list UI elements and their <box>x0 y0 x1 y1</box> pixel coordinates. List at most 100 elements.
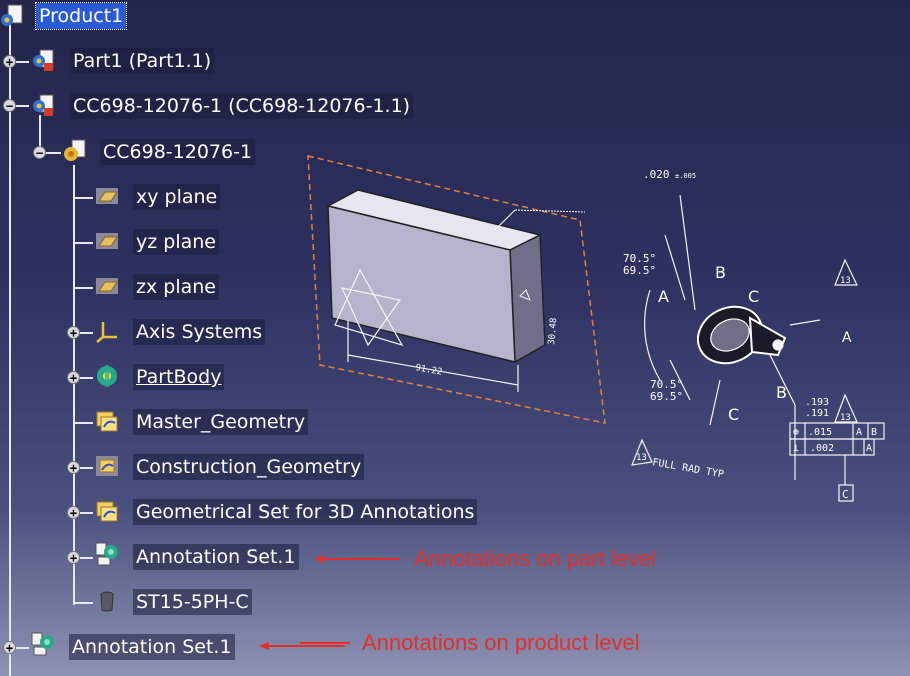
annotation-set-icon[interactable] <box>31 632 55 656</box>
leader-upper <box>679 194 696 311</box>
specification-tree: + − − + + + + + + Product1 Part1 (Part1.… <box>0 2 478 676</box>
tree-item-yz-plane[interactable]: yz plane <box>133 229 219 255</box>
fcf-1-datum-a: A <box>856 427 862 438</box>
expand-toggle[interactable]: + <box>3 55 16 68</box>
tree-line <box>73 332 93 334</box>
tree-item-xy-plane[interactable]: xy plane <box>133 184 221 210</box>
plane-icon[interactable] <box>95 274 119 298</box>
dim-height-label: 30.48 <box>547 317 559 345</box>
axis-system-icon[interactable] <box>95 319 119 343</box>
tol-top: .020 <box>643 168 670 181</box>
annotation-drawing <box>631 194 885 502</box>
tree-item-master-geometry[interactable]: Master_Geometry <box>133 409 309 435</box>
tree-line <box>9 61 29 63</box>
callout-arrow-product <box>259 642 345 650</box>
fcf-position-symbol: ⊕ <box>793 427 799 438</box>
tol-top-small: ±.005 <box>675 172 696 180</box>
tree-line <box>9 647 29 649</box>
triangle-top-label: 13 <box>840 276 851 286</box>
tree-item-axis-systems[interactable]: Axis Systems <box>133 319 266 345</box>
tree-item-material[interactable]: ST15-5PH-C <box>133 589 252 615</box>
construction-lines <box>334 268 404 347</box>
tree-item-construction-geometry[interactable]: Construction_Geometry <box>133 454 365 480</box>
part-instance-icon[interactable] <box>31 48 55 72</box>
part-icon[interactable] <box>62 139 86 163</box>
tree-line <box>9 105 29 107</box>
geometrical-set-icon[interactable] <box>95 409 119 433</box>
triangle-mid-label: 13 <box>840 413 851 423</box>
dim-193-leader <box>789 319 821 326</box>
leader-text-line <box>514 209 586 213</box>
tree-line <box>73 242 93 244</box>
tree-item-zx-plane[interactable]: zx plane <box>133 274 219 300</box>
expand-toggle[interactable]: + <box>67 326 80 339</box>
arrow-head <box>259 642 269 650</box>
product-icon[interactable] <box>0 4 24 28</box>
letter-b-top: B <box>715 263 726 282</box>
part-solid[interactable] <box>325 189 546 364</box>
letter-c-top: C <box>748 287 759 306</box>
annotation-set-icon[interactable] <box>95 542 119 566</box>
body-icon[interactable] <box>95 364 119 388</box>
plane-icon[interactable] <box>95 184 119 208</box>
leader-lower <box>669 359 691 401</box>
ring-hole <box>772 339 784 351</box>
tree-item-product1[interactable]: Product1 <box>34 2 128 30</box>
ring-inner <box>710 318 750 352</box>
tree-line <box>73 377 93 379</box>
tree-line <box>73 557 93 559</box>
expand-toggle[interactable]: + <box>67 371 80 384</box>
tree-item-cc698-instance[interactable]: CC698-12076-1 (CC698-12076-1.1) <box>70 93 414 119</box>
dim-191: .191 <box>805 408 829 419</box>
fcf-perpendicular-symbol: ⊥ <box>793 443 799 454</box>
full-rad-label: FULL RAD TYP <box>651 457 724 480</box>
tree-line <box>73 602 93 604</box>
3d-viewport[interactable]: 91.22 30.48 .020 ±.005 70.5° 69. <box>290 140 910 520</box>
expand-toggle[interactable]: + <box>3 641 16 654</box>
note-product-level: Annotations on product level <box>362 630 640 655</box>
geometrical-set-icon[interactable] <box>95 454 119 478</box>
tree-item-cc698-part[interactable]: CC698-12076-1 <box>100 139 256 165</box>
material-icon[interactable] <box>95 589 119 613</box>
tree-item-annotation-set-part[interactable]: Annotation Set.1 <box>133 544 299 570</box>
fcf-row-1 <box>789 422 885 440</box>
letter-a-left: A <box>658 287 669 306</box>
tree-line <box>73 165 75 605</box>
callout-arrows <box>300 555 400 644</box>
datum-c-box <box>838 484 854 502</box>
angle-lower-1: 70.5° <box>650 378 683 391</box>
tree-line <box>73 512 93 514</box>
tree-line <box>39 115 41 153</box>
tree-line <box>73 287 93 289</box>
angle-upper-1: 70.5° <box>623 252 656 265</box>
arrow-head <box>314 555 324 563</box>
triangle-bottom-label: 13 <box>636 453 647 463</box>
expand-toggle[interactable]: + <box>67 461 80 474</box>
collapse-toggle[interactable]: − <box>33 146 46 159</box>
triangle-mid <box>834 393 858 423</box>
collapse-toggle[interactable]: − <box>3 99 16 112</box>
tree-line <box>9 16 11 676</box>
tree-item-annotation-set-product[interactable]: Annotation Set.1 <box>69 634 235 660</box>
angle-upper-2: 69.5° <box>623 264 656 277</box>
letter-c-bottom: C <box>728 405 739 424</box>
note-part-level: Annotations on part level <box>414 546 657 571</box>
geometrical-set-icon[interactable] <box>95 499 119 523</box>
dimension-width <box>347 320 519 392</box>
leader-upper-2 <box>664 234 686 301</box>
part-instance-icon[interactable] <box>31 93 55 117</box>
tree-item-geometrical-set-3d-annotations[interactable]: Geometrical Set for 3D Annotations <box>133 499 478 525</box>
expand-toggle[interactable]: + <box>67 551 80 564</box>
expand-toggle[interactable]: + <box>67 506 80 519</box>
dim-width-label: 91.22 <box>414 363 442 378</box>
tree-line <box>73 467 93 469</box>
tree-item-part1[interactable]: Part1 (Part1.1) <box>70 48 215 74</box>
leader-line <box>494 209 516 231</box>
fcf-2-value: .002 <box>810 443 834 454</box>
triangle-top <box>834 258 858 286</box>
tree-line <box>73 422 93 424</box>
plane-icon[interactable] <box>95 229 119 253</box>
triangle-bottom <box>631 438 653 466</box>
fcf-row-2 <box>789 438 875 456</box>
tree-item-partbody[interactable]: PartBody <box>133 364 225 390</box>
